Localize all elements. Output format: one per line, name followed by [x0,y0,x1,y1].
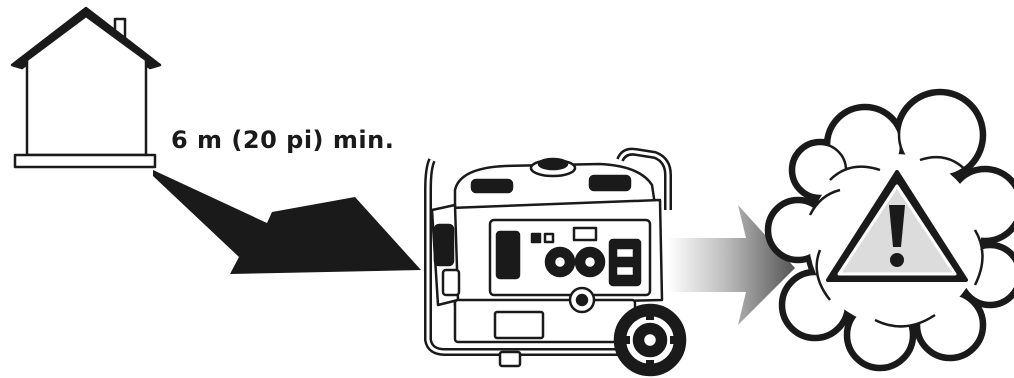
generator-battery [495,312,543,338]
house-wall [27,16,146,155]
generator-indicator-2 [545,234,553,242]
house-foundation [15,155,155,167]
generator-foot [500,352,520,366]
generator-wheel [615,305,685,375]
generator-indicator-1 [532,234,540,242]
generator-meter [574,228,596,240]
generator-switch [497,232,519,278]
generator-tank-vent [590,176,630,190]
generator-tank-vent-left [472,180,512,192]
generator-base [455,300,635,342]
generator-recoil [443,270,459,295]
generator-fuel-cap-top [539,159,567,169]
distance-label: 6 m (20 pi) min. [171,126,394,154]
generator-pull-start [435,225,453,265]
direction-arrow-icon [153,170,421,274]
house-icon [12,8,160,167]
portable-generator-icon [428,152,685,375]
